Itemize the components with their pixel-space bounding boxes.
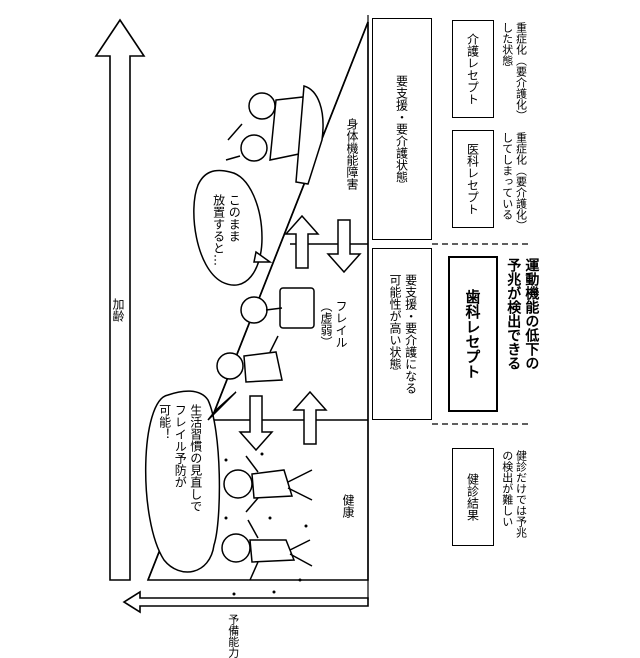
dental-note-line2: 予兆が検出できる [505, 258, 521, 370]
medical-note-line1: 重症化（要介護化） [515, 132, 528, 231]
bubble-lifestyle-line1: 生活習慣の見直しで [189, 404, 203, 512]
stage-label-frailty: フレイル （虚弱） [318, 300, 348, 348]
person-frailty-1 [217, 336, 282, 382]
checkup-result-note: 健診だけでは予兆 の検出が難しい [500, 450, 528, 538]
bubble-neglect-line2: 放置すると… [212, 194, 226, 266]
stage-label-healthy: 健康 [340, 494, 355, 518]
high-risk-line2: 可能性が高い状態 [388, 274, 402, 370]
medical-note-line2: してしまっている [501, 132, 514, 220]
arrow-to-disability [286, 216, 318, 268]
person-healthy-2 [224, 456, 312, 512]
frailty-label-line1: フレイル [334, 300, 348, 348]
care-state-box: 要支援・要介護状態 [372, 18, 432, 240]
care-receipt-box: 介護レセプト [452, 20, 494, 118]
reserve-arrow [124, 592, 368, 612]
person-care-1 [226, 86, 323, 184]
frailty-label-line2: （虚弱） [319, 300, 333, 348]
high-risk-box: 要支援・要介護になる 可能性が高い状態 [372, 248, 432, 420]
person-healthy-1 [222, 520, 312, 580]
stage-label-disability: 身体機能障害 [344, 118, 359, 190]
medical-receipt-label: 医科レセプト [465, 143, 482, 215]
checkup-result-label: 健診結果 [465, 473, 482, 521]
reserve-axis-label: 予備能力 [226, 614, 240, 658]
bubble-lifestyle-line2: フレイル予防が [173, 404, 187, 488]
arrow-to-frailty [240, 396, 272, 450]
checkup-note-line1: 健診だけでは予兆 [515, 450, 528, 538]
arrow-to-healthy [294, 392, 326, 444]
high-risk-label: 要支援・要介護になる 可能性が高い状態 [386, 274, 417, 394]
care-note-line1: 重症化（要介護化） [515, 22, 528, 121]
care-receipt-note: 重症化（要介護化） した状態 [500, 22, 528, 121]
medical-receipt-box: 医科レセプト [452, 130, 494, 228]
person-frailty-2 [241, 288, 314, 328]
medical-receipt-note: 重症化（要介護化） してしまっている [500, 132, 528, 231]
bubble-neglect-text: このまま 放置すると… [210, 194, 241, 266]
bubble-neglect-line1: このまま [227, 194, 241, 242]
bubble-lifestyle-text: 生活習慣の見直しで フレイル予防が 可能！ [156, 404, 203, 512]
checkup-note-line2: の検出が難しい [501, 450, 514, 527]
dental-receipt-note: 運動機能の低下の 予兆が検出できる [504, 258, 540, 370]
care-note-line2: した状態 [501, 22, 514, 66]
aging-axis-label: 加齢 [110, 298, 125, 322]
dental-receipt-label: 歯科レセプト [463, 289, 484, 379]
arrow-to-frailty-from-disability [328, 220, 360, 272]
dental-receipt-box: 歯科レセプト [448, 256, 498, 412]
bubble-lifestyle-line3: 可能！ [158, 404, 172, 440]
dental-note-line1: 運動機能の低下の [523, 258, 539, 370]
care-receipt-label: 介護レセプト [465, 33, 482, 105]
checkup-result-box: 健診結果 [452, 448, 494, 546]
care-state-label: 要支援・要介護状態 [394, 75, 411, 183]
high-risk-line1: 要支援・要介護になる [404, 274, 418, 394]
